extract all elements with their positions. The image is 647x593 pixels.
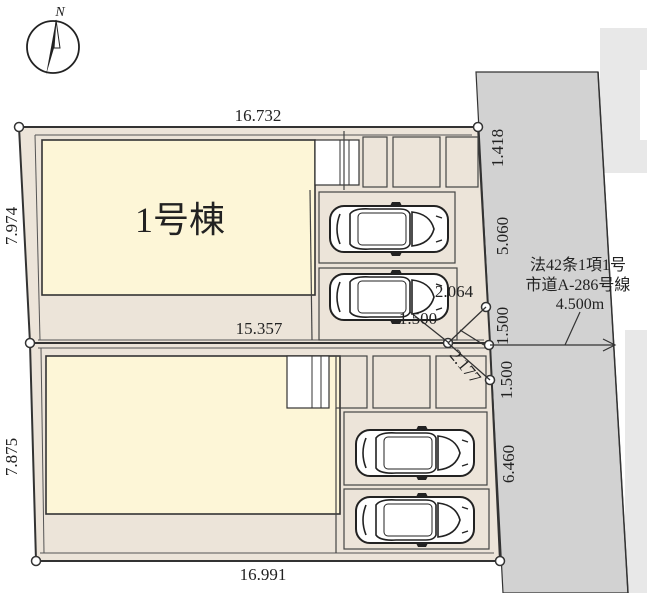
car-icon [355,425,475,481]
lot-2-paving [335,355,490,553]
compass-label: N [54,5,65,20]
dim-corner-b: 1.500 [399,309,437,328]
dim-left-upper: 7.974 [2,206,21,245]
north-arrow-icon [26,19,80,75]
dim-right-upper: 5.060 [493,217,512,255]
dim-left-lower: 7.875 [2,438,21,476]
car-icon [355,492,475,548]
lot-1-paving [309,131,479,341]
lot-1-label: 1号棟 [135,200,225,240]
dim-bottom: 16.991 [240,565,287,584]
dim-top: 16.732 [235,106,282,125]
dim-corner-a: 2.064 [435,282,474,301]
house-1-footprint [41,139,316,296]
dim-right-lower: 6.460 [499,445,518,483]
dim-mid: 15.357 [236,319,283,338]
road-label-line2: 市道A-286号線 [526,276,631,294]
road-width: 4.500m [556,296,605,313]
road-width-leader [490,311,617,352]
car-icon [329,201,449,257]
dim-corner-d: 1.500 [497,361,516,399]
dim-right-top: 1.418 [488,129,507,167]
road-label-line1: 法42条1項1号 [530,256,626,274]
background-buildings [600,28,647,593]
dim-corner-c: 1.500 [493,307,512,345]
